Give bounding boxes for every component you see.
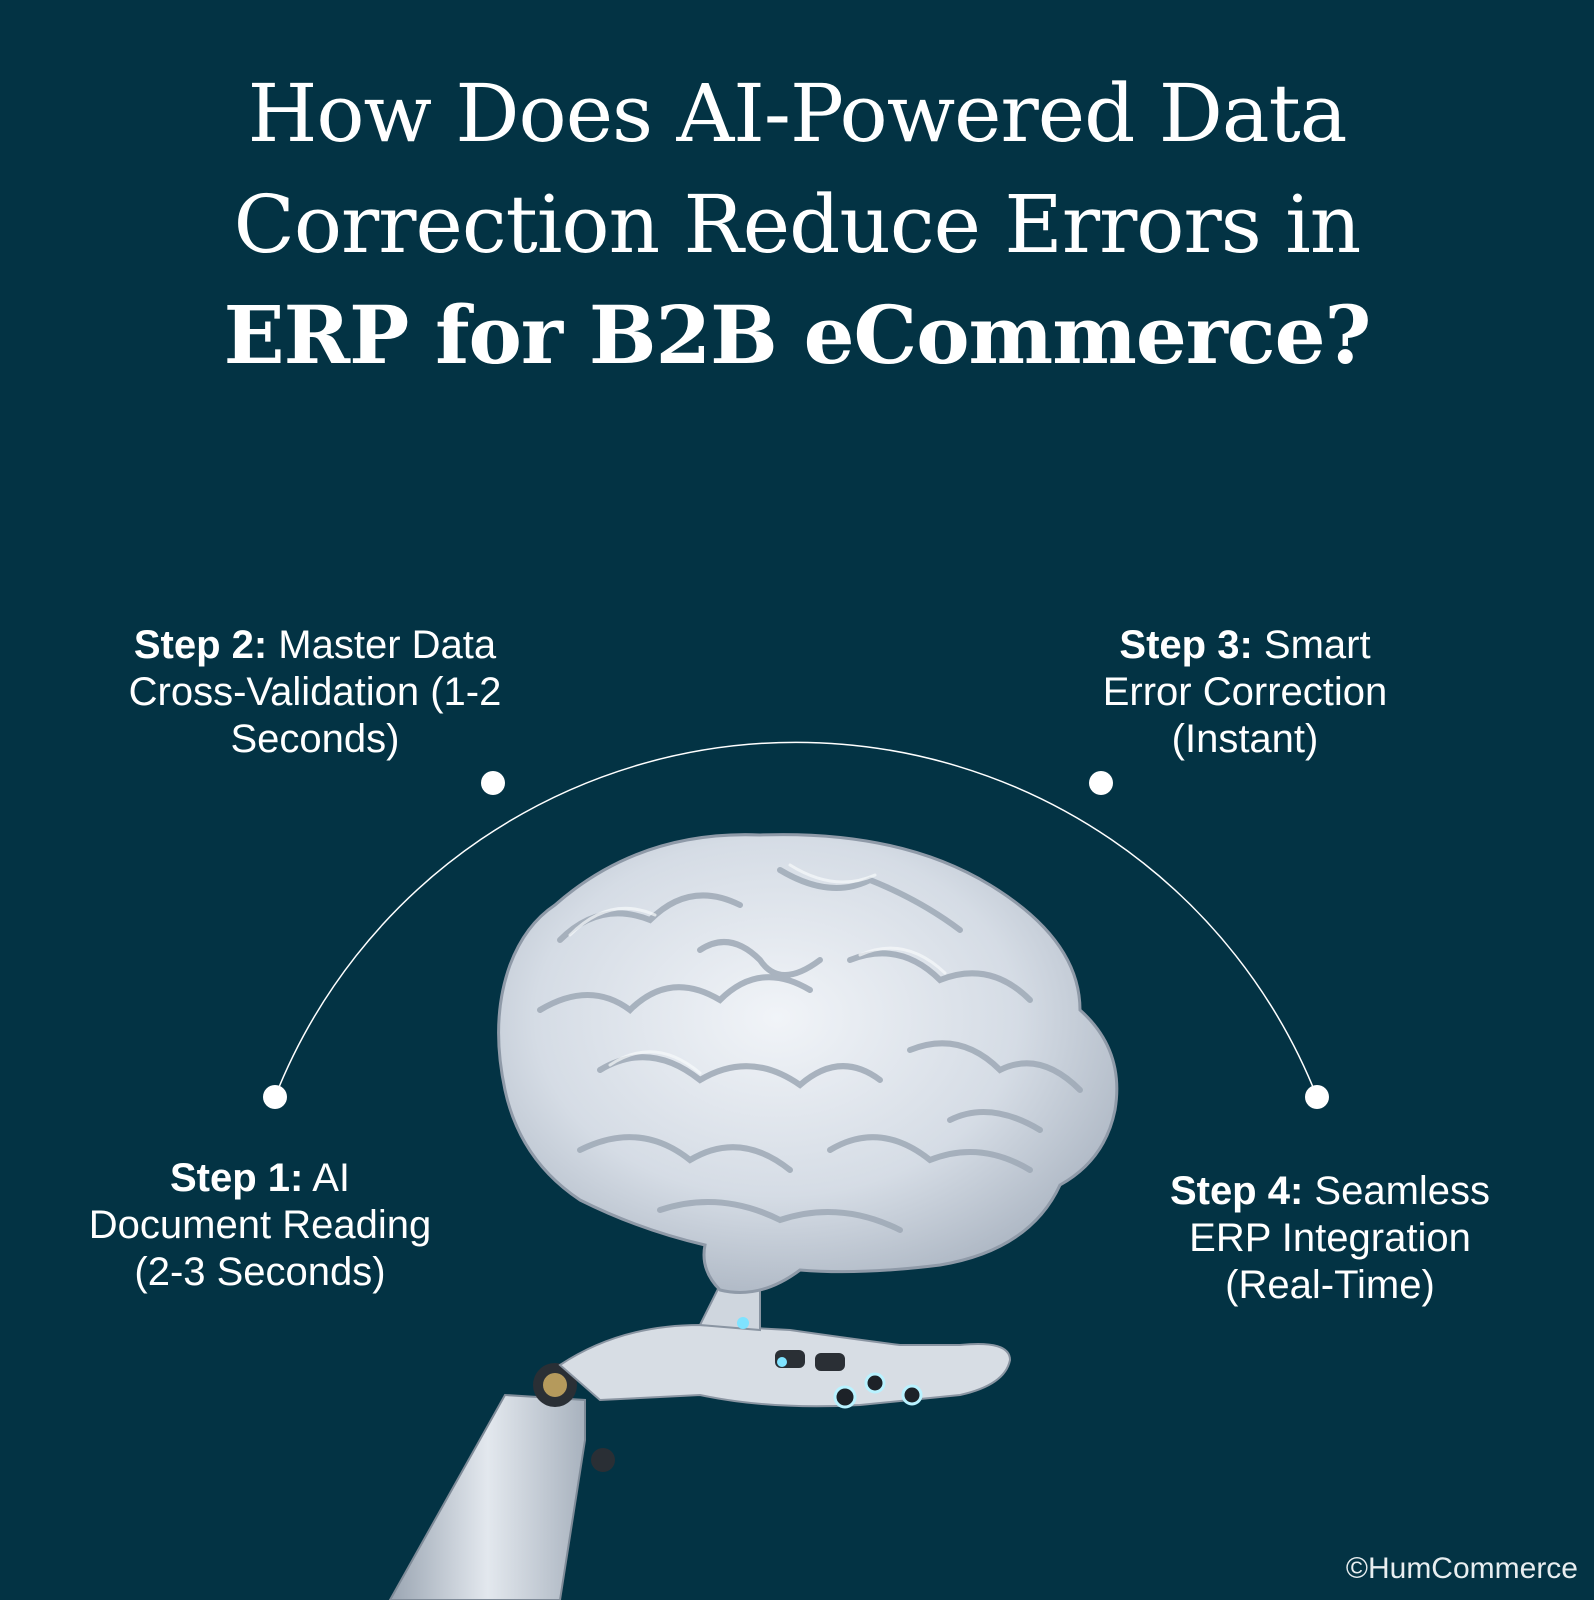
step-2-text-1: Master Data bbox=[267, 623, 497, 667]
step-4-text-3: (Real-Time) bbox=[1225, 1263, 1435, 1307]
step-1-label: Step 1: bbox=[169, 1156, 304, 1200]
title-line-3: ERP for B2B eCommerce? bbox=[223, 288, 1372, 382]
step-4-caption: Step 4: Seamless ERP Integration (Real-T… bbox=[1130, 1168, 1530, 1309]
step-3-text-2: Error Correction bbox=[1102, 670, 1388, 714]
step-2-dot bbox=[481, 771, 505, 795]
step-4-dot bbox=[1305, 1085, 1329, 1109]
step-2-text-2: Cross-Validation (1-2 bbox=[128, 670, 502, 714]
brain-illustration bbox=[497, 833, 1119, 1294]
page-title: How Does AI-Powered Data Correction Redu… bbox=[0, 58, 1594, 391]
step-1-text-1: AI bbox=[303, 1156, 351, 1200]
step-3-label: Step 3: bbox=[1119, 623, 1253, 667]
title-line-2: Correction Reduce Errors in bbox=[233, 178, 1362, 271]
step-1-dot bbox=[263, 1085, 287, 1109]
title-line-1: How Does AI-Powered Data bbox=[247, 67, 1348, 160]
step-3-caption: Step 3: Smart Error Correction (Instant) bbox=[1060, 622, 1430, 763]
step-1-text-2: Document Reading bbox=[88, 1203, 432, 1247]
step-3-text-1: Smart bbox=[1252, 623, 1371, 667]
copyright-notice: ©HumCommerce bbox=[1345, 1552, 1578, 1585]
step-4-text-2: ERP Integration bbox=[1189, 1216, 1471, 1260]
step-3-dot bbox=[1089, 771, 1113, 795]
robot-hand-illustration bbox=[388, 1275, 1012, 1600]
step-2-text-3: Seconds) bbox=[230, 717, 400, 761]
step-4-label: Step 4: bbox=[1169, 1169, 1304, 1213]
step-2-caption: Step 2: Master Data Cross-Validation (1-… bbox=[80, 622, 550, 763]
step-4-text-1: Seamless bbox=[1303, 1169, 1491, 1213]
step-2-label: Step 2: bbox=[133, 623, 268, 667]
steps-arc bbox=[274, 741, 1318, 1098]
step-3-text-3: (Instant) bbox=[1171, 717, 1319, 761]
step-1-text-3: (2-3 Seconds) bbox=[134, 1250, 386, 1294]
step-1-caption: Step 1: AI Document Reading (2-3 Seconds… bbox=[40, 1155, 480, 1296]
